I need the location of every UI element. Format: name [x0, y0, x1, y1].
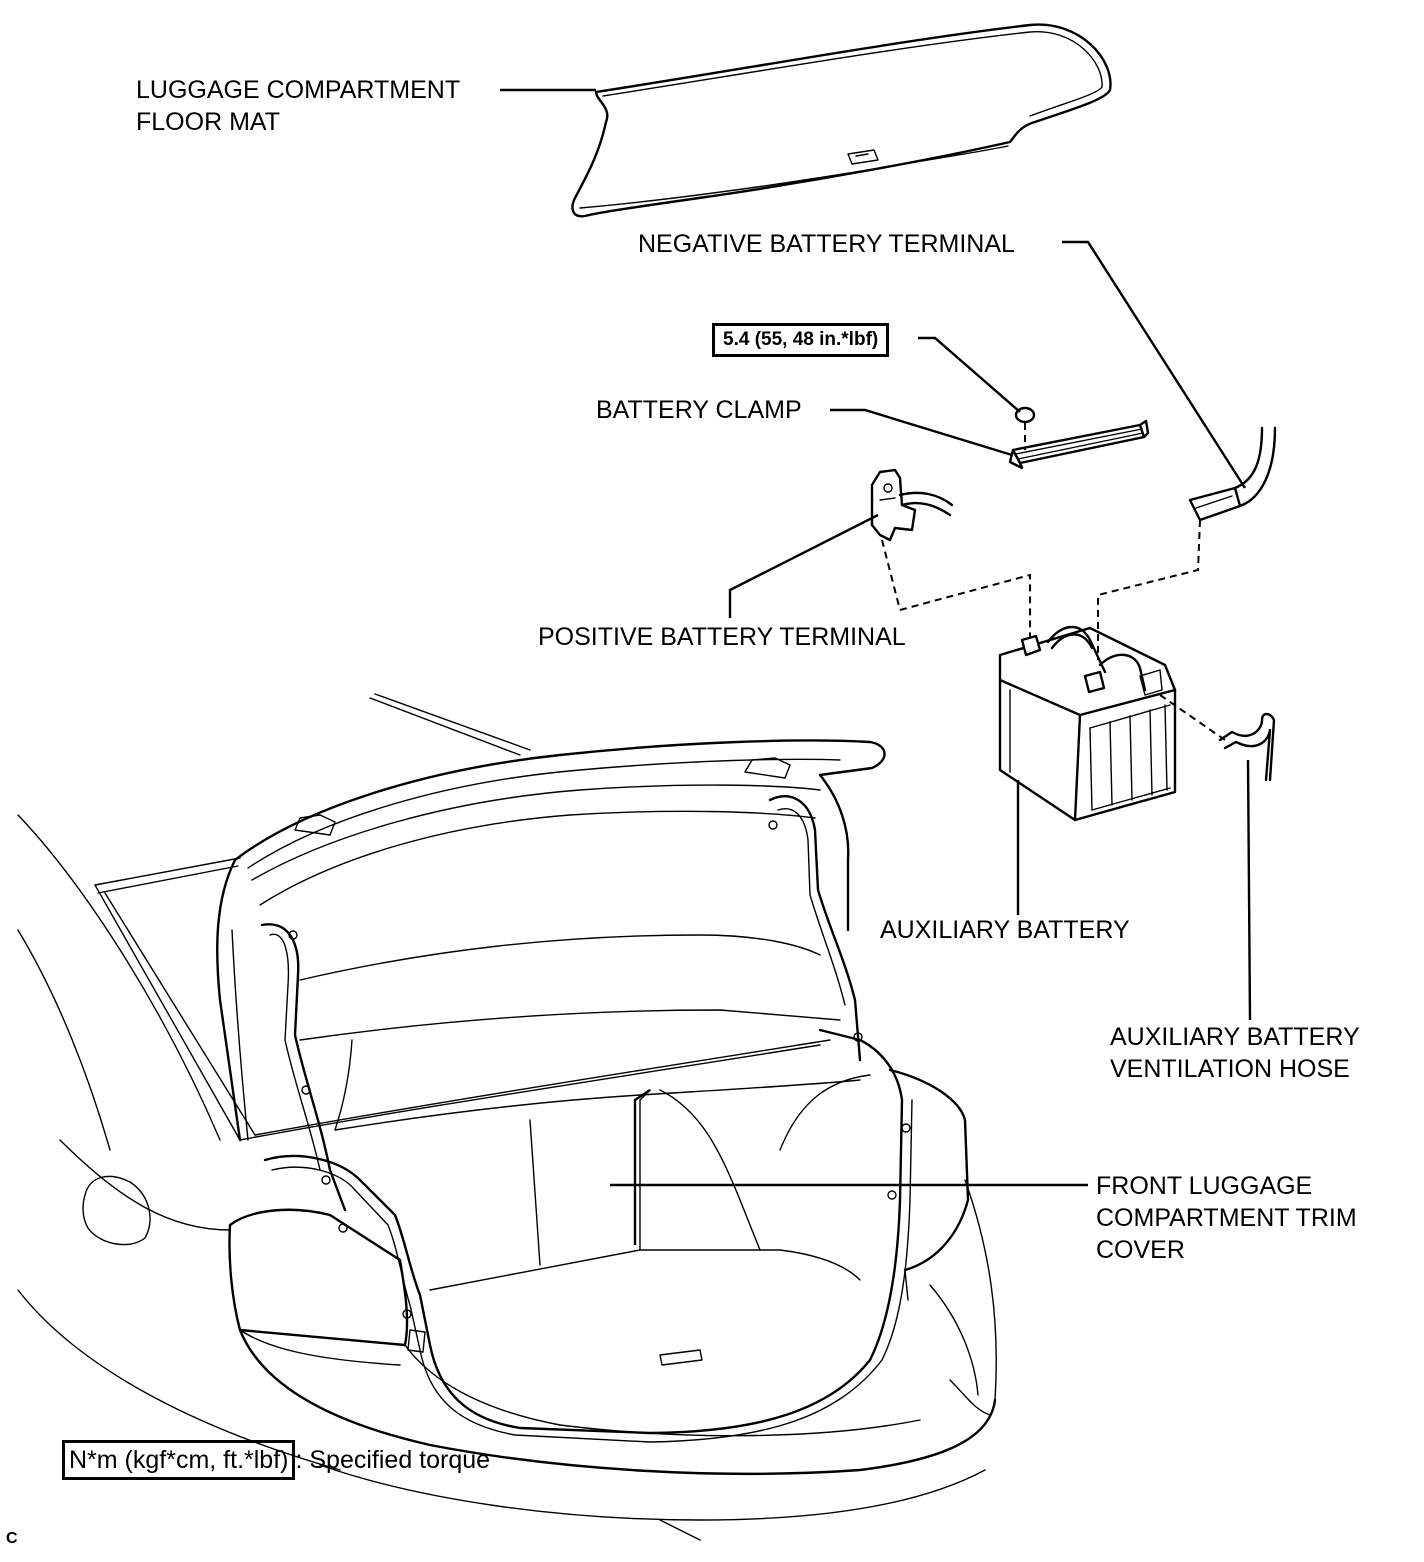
- ventilation-hose-part: [1218, 712, 1276, 782]
- negative-terminal-part: [1097, 426, 1277, 660]
- figure-reference: C: [6, 1530, 18, 1547]
- label-trim-cover-line2: COMPARTMENT TRIM: [1096, 1204, 1357, 1232]
- positive-install-guide: [899, 573, 1031, 640]
- label-trim-cover-line3: COVER: [1096, 1236, 1185, 1264]
- label-trim-cover-line1: FRONT LUGGAGE: [1096, 1172, 1313, 1200]
- label-negative-terminal: NEGATIVE BATTERY TERMINAL: [638, 230, 1015, 258]
- torque-legend: N*m (kgf*cm, ft.*lbf): Specified torque: [62, 1440, 490, 1480]
- vehicle-rear-outline: [17, 693, 997, 1541]
- label-floor-mat-line1: LUGGAGE COMPARTMENT: [136, 76, 461, 104]
- label-floor-mat-line2: FLOOR MAT: [136, 108, 280, 136]
- label-floor-mat: LUGGAGE COMPARTMENT FLOOR MAT: [136, 74, 460, 138]
- battery-clamp-part: [1008, 406, 1150, 470]
- label-battery-clamp: BATTERY CLAMP: [596, 396, 802, 424]
- label-ventilation-hose: AUXILIARY BATTERY VENTILATION HOSE: [1110, 1021, 1360, 1085]
- label-positive-terminal: POSITIVE BATTERY TERMINAL: [538, 623, 906, 651]
- label-auxiliary-battery: AUXILIARY BATTERY: [880, 916, 1130, 944]
- label-ventilation-hose-line2: VENTILATION HOSE: [1110, 1055, 1350, 1083]
- leader-lines: [500, 88, 1252, 1187]
- positive-terminal-part: [870, 468, 954, 611]
- legend-unit-box: N*m (kgf*cm, ft.*lbf): [62, 1440, 296, 1480]
- legend-description: : Specified torque: [295, 1446, 491, 1474]
- label-ventilation-hose-line1: AUXILIARY BATTERY: [1110, 1023, 1360, 1051]
- label-trim-cover: FRONT LUGGAGE COMPARTMENT TRIM COVER: [1096, 1170, 1357, 1266]
- torque-spec-box: 5.4 (55, 48 in.*lbf): [712, 323, 890, 357]
- auxiliary-battery-part: [998, 625, 1226, 822]
- clamp-nut-icon: [1014, 406, 1036, 424]
- floor-mat-part: [571, 23, 1112, 218]
